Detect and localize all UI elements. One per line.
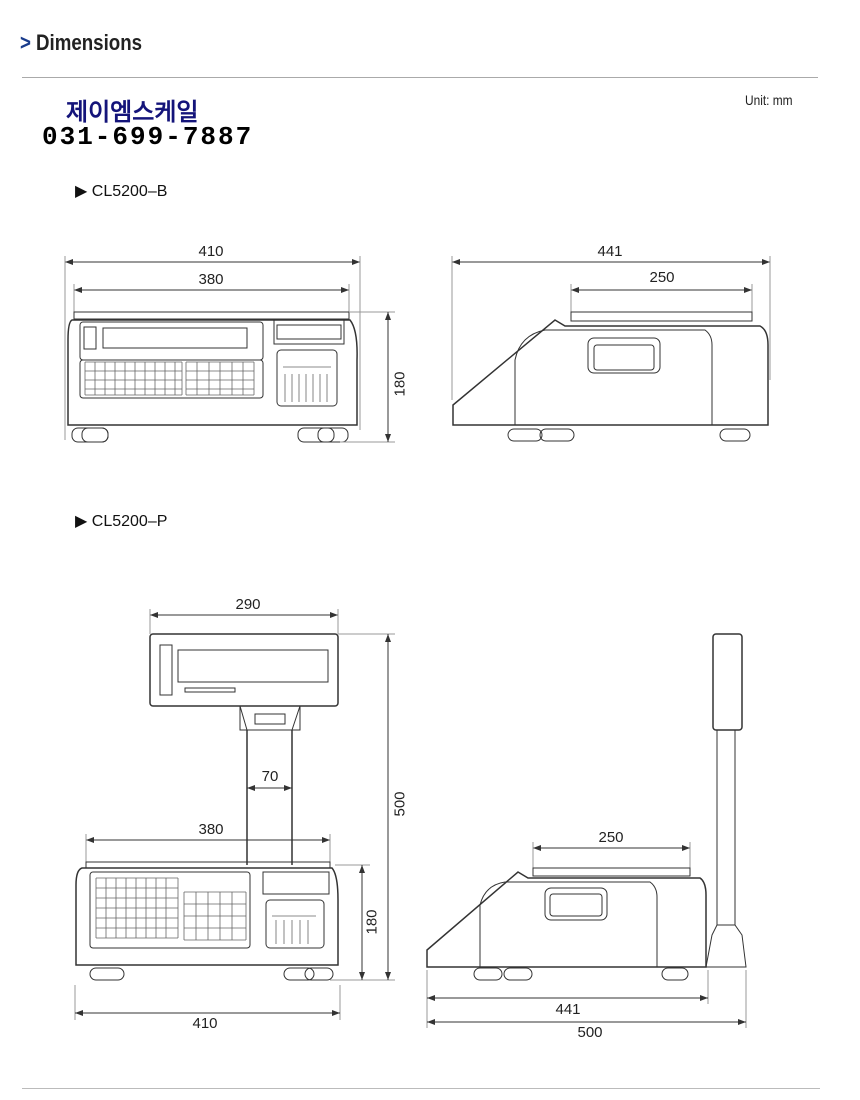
dim-p-total-height: 500 [391,791,409,817]
cl5200p-side-drawing [426,633,747,1028]
model-heading-b: ▶ CL5200–B [75,181,167,201]
bottom-divider [22,1088,820,1089]
dim-b-front-platter-width: 380 [198,271,224,288]
dim-p-side-platter-depth: 250 [598,829,624,846]
dim-b-front-height: 180 [391,371,409,397]
chevron-icon: > [20,30,31,55]
triangle-icon: ▶ [75,183,88,200]
section-title-text: Dimensions [36,30,143,55]
cl5200b-side-drawing [451,256,771,442]
dim-b-front-overall-width: 410 [198,243,224,260]
company-phone: 031-699-7887 [42,122,254,152]
divider [22,77,818,78]
cl5200b-front-drawing [64,256,395,443]
dim-p-side-overall-depth: 500 [577,1024,603,1041]
unit-label: Unit: mm [745,92,793,108]
company-name: 제이엠스케일 [66,98,199,126]
dim-p-platter-width: 380 [198,821,224,838]
dim-p-overall-width: 410 [192,1015,218,1032]
dim-p-body-height: 180 [363,909,381,935]
section-title: >Dimensions [20,30,142,56]
model-name: CL5200–P [91,513,168,530]
triangle-icon: ▶ [75,513,88,530]
dim-b-side-overall-depth: 441 [597,243,623,260]
model-heading-p: ▶ CL5200–P [75,511,167,531]
cl5200p-front-drawing [74,609,395,1020]
model-name: CL5200–B [91,183,168,200]
dim-p-display-width: 290 [235,596,261,613]
dim-b-side-platter-depth: 250 [649,269,675,286]
dim-p-side-body-depth: 441 [555,1001,581,1018]
dim-p-pole-width: 70 [261,768,279,785]
